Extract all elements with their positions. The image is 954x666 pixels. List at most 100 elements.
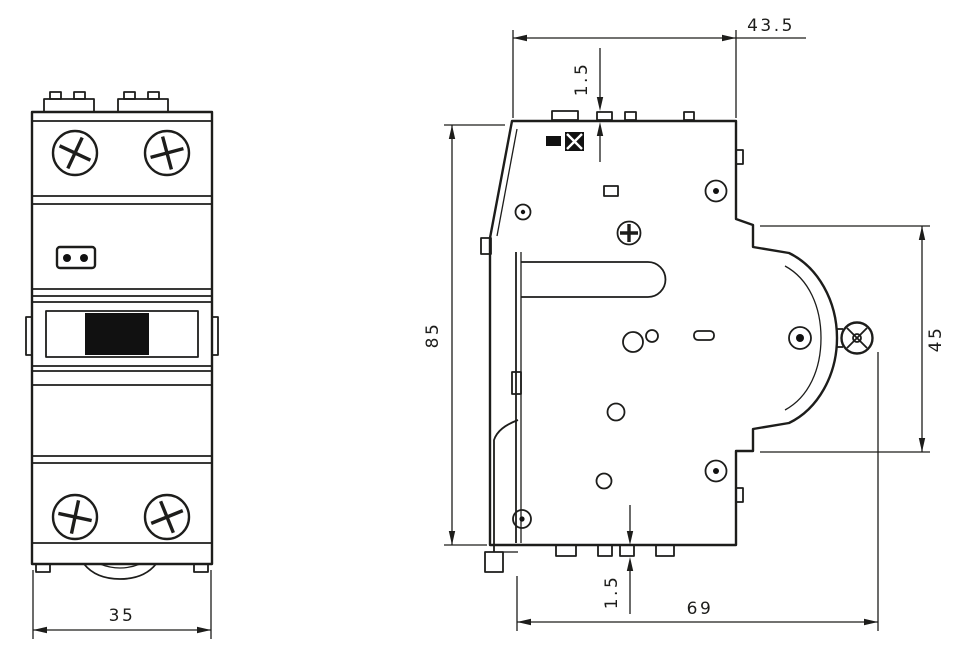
front-screw-top-left [51, 129, 99, 177]
top-clip-mark [546, 132, 584, 151]
dim-side-top-width: 43.5 [512, 16, 806, 118]
clip-mark-bar [546, 136, 561, 146]
arrowhead-down [448, 531, 456, 545]
arrowhead-right [197, 626, 211, 634]
bottom-tab [597, 544, 613, 557]
front-screw-top-right [143, 129, 191, 177]
terminal-screw-center [852, 333, 862, 343]
boss-dot [796, 334, 804, 342]
dim-side-bottom-lip: 1.5 [602, 505, 634, 614]
boss-hole [788, 326, 812, 350]
bottom-tab [619, 544, 635, 557]
toggle-handle [85, 313, 149, 355]
arrowhead-down [626, 531, 634, 545]
din-rail-clip [484, 419, 519, 573]
screw-cross-icon [58, 500, 92, 534]
slot-hole [693, 330, 715, 341]
dim-side-height: 85 [423, 124, 505, 546]
screw-cross-icon [620, 224, 638, 242]
hole [645, 329, 659, 343]
front-top-tab [43, 98, 95, 113]
clip-mark-x [566, 133, 583, 150]
arrowhead-down [596, 97, 604, 111]
screw-head [616, 220, 642, 246]
screw-head [143, 129, 191, 177]
front-toggle-section [25, 301, 219, 367]
rivet-dot [520, 209, 526, 215]
front-top-tab-bump [73, 91, 86, 100]
arrowhead-up [596, 122, 604, 136]
front-top-tab-bump [49, 91, 62, 100]
housing-groove [521, 261, 667, 298]
front-bottom-clip [35, 563, 209, 580]
clip-arc [83, 563, 157, 580]
dim-side-terminal-span: 45 [760, 225, 946, 453]
bottom-tab [555, 544, 577, 557]
rivet-hole [514, 203, 532, 221]
indicator-dot [63, 254, 71, 262]
rivet-dot [713, 188, 719, 194]
rivet-dot [713, 468, 719, 474]
clip-arc-inner [99, 563, 141, 569]
clip-foot [484, 551, 504, 573]
dim-side-terminal-span-label: 45 [926, 326, 946, 353]
bottom-tab [655, 544, 675, 557]
terminal-lobe [784, 265, 874, 411]
screw-cross-icon [150, 500, 184, 534]
rivet-hole [704, 179, 728, 203]
lobe-inner-arc [784, 265, 822, 411]
arrowhead-down [918, 438, 926, 452]
screw-head [143, 493, 191, 541]
edge-rib [735, 149, 744, 165]
dim-front-width-label: 35 [109, 606, 136, 626]
front-top-tab-bump [123, 91, 136, 100]
arrowhead-left [513, 34, 527, 42]
dim-side-top-lip-label: 1.5 [572, 62, 592, 97]
arrowhead-up [448, 125, 456, 139]
toggle-slot [45, 310, 199, 358]
clip-foot [35, 563, 51, 573]
dim-side-top-width-label: 43.5 [747, 16, 795, 36]
hole [595, 472, 613, 490]
dim-side-height-label: 85 [423, 322, 443, 349]
left-edge-notch [480, 237, 492, 255]
side-body-outline [488, 119, 839, 547]
clip-foot [193, 563, 209, 573]
clip-spring [493, 419, 519, 552]
edge-rib [735, 487, 744, 503]
top-tab [551, 110, 579, 121]
top-tab [683, 111, 695, 121]
arrowhead-left [517, 618, 531, 626]
front-top-tab-bump [147, 91, 160, 100]
dim-side-bottom-lip-label: 1.5 [602, 575, 622, 610]
top-tab [624, 111, 637, 121]
front-face-edge [496, 128, 518, 237]
front-indicator-window [55, 245, 97, 270]
dim-side-depth: 69 [516, 352, 879, 631]
wall-latch [511, 371, 522, 395]
side-interior-details [511, 149, 744, 529]
hole [606, 402, 626, 422]
arrowhead-right [864, 618, 878, 626]
small-window [603, 185, 619, 197]
front-view: 35 [25, 91, 219, 639]
front-screw-bottom-right [143, 493, 191, 541]
hole [622, 331, 644, 353]
rivet-hole [704, 459, 728, 483]
top-tab [596, 111, 613, 121]
side-rib [25, 316, 33, 356]
front-screw-bottom-left [51, 493, 99, 541]
indicator-frame [55, 245, 97, 270]
indicator-dot [80, 254, 88, 262]
side-view: 43.5 1.5 85 45 [423, 16, 946, 631]
side-rib [211, 316, 219, 356]
terminal-screw-x [846, 327, 868, 349]
screw-head [51, 493, 99, 541]
front-top-tab [117, 98, 169, 113]
arrowhead-up [626, 557, 634, 571]
arrowhead-right [722, 34, 736, 42]
rivet-hole [512, 509, 532, 529]
assembly-screw [616, 220, 642, 246]
